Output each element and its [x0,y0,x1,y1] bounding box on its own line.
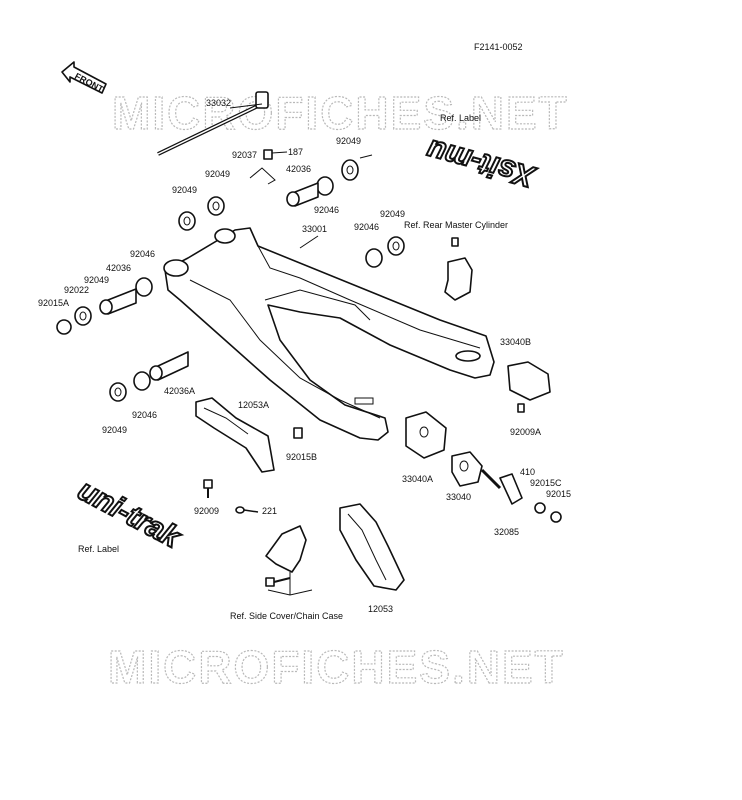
front-arrow-icon: FRONT [61,61,107,95]
part-label-33040a: 33040A [402,474,433,484]
part-label-12053: 12053 [368,604,393,614]
part-label-92046-a: 92046 [314,205,339,215]
part-label-42036a: 42036A [164,386,195,396]
part-label-187: 187 [288,147,303,157]
bracket-icon [444,237,473,301]
chain-case-icon [339,503,405,591]
adjuster-plate-icon [499,473,523,505]
chain-adjuster-a-icon [405,411,447,459]
part-label-92015c: 92015C [530,478,562,488]
part-label-92009: 92009 [194,506,219,516]
bushing-icon [286,159,359,207]
part-label-33001: 33001 [302,224,327,234]
side-cover-bracket-icon [265,525,313,596]
ref-side-cover-chain-case: Ref. Side Cover/Chain Case [230,611,343,621]
part-label-92049-f: 92049 [102,425,127,435]
nut-icon [534,502,562,523]
part-label-92037: 92037 [232,150,257,160]
part-label-92046-c: 92046 [130,249,155,259]
part-label-92015b: 92015B [286,452,317,462]
ref-label-bottom: Ref. Label [78,544,119,554]
part-label-92015: 92015 [546,489,571,499]
lower-bushing-icon [109,351,189,402]
figure-code: F2141-0052 [474,42,523,52]
part-label-92046-b: 92046 [354,222,379,232]
part-label-92009a: 92009A [510,427,541,437]
part-label-410: 410 [520,467,535,477]
part-label-92015a: 92015A [38,298,69,308]
part-label-33032: 33032 [206,98,231,108]
part-label-92049-b: 92049 [172,185,197,195]
watermark-bottom: MICROFICHES.NET [108,641,565,693]
pivot-shaft-icon [157,91,269,156]
chain-adjuster-icon [451,451,502,490]
part-label-32085: 32085 [494,527,519,537]
left-bushing-stack-icon [56,277,153,335]
seal-icon [178,196,225,231]
ref-label-logo-bottom: uni-trak [72,473,188,556]
chain-adjuster-b-icon [507,361,551,413]
grease-fitting-icon [249,149,276,185]
bolt-icon [293,427,303,439]
swingarm-body-icon [163,227,495,441]
part-label-92049-e: 92049 [84,275,109,285]
part-label-92022: 92022 [64,285,89,295]
part-label-221: 221 [262,506,277,516]
right-bushing-icon [365,236,405,268]
part-label-12053a: 12053A [238,400,269,410]
chain-guide-icon [195,397,275,473]
small-bolt-icon [203,479,259,514]
part-label-92049-c: 92049 [205,169,230,179]
part-label-92049-d: 92049 [380,209,405,219]
part-label-92046-d: 92046 [132,410,157,420]
part-label-33040: 33040 [446,492,471,502]
ref-rear-master-cylinder: Ref. Rear Master Cylinder [404,220,508,230]
part-label-33040b: 33040B [500,337,531,347]
ref-label-logo-top: Xsit-mu [422,132,541,195]
svg-text:Xsit-mu: Xsit-mu [423,133,540,194]
part-label-42036-b: 42036 [106,263,131,273]
part-label-42036-a: 42036 [286,164,311,174]
svg-text:uni-trak: uni-trak [73,474,187,555]
part-label-92049-a: 92049 [336,136,361,146]
ref-label-top: Ref. Label [440,113,481,123]
watermark-top: MICROFICHES.NET [112,87,569,139]
